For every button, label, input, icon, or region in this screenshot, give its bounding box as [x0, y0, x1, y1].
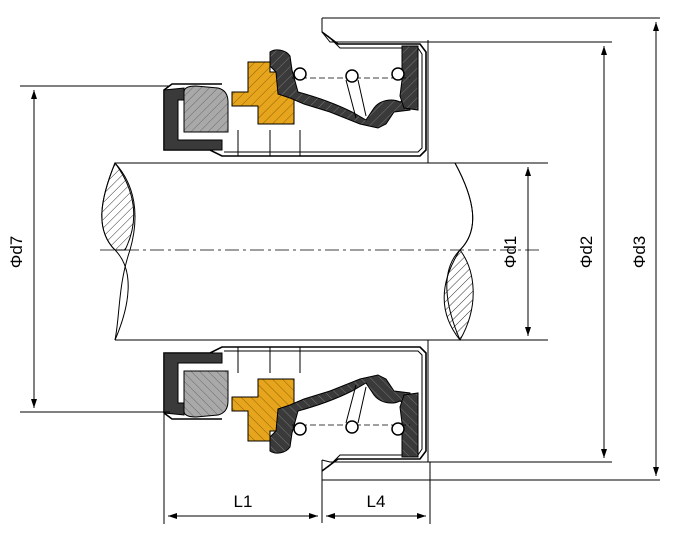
- dimension-lengths: [163, 414, 431, 524]
- label-L4: L4: [367, 492, 386, 511]
- dimension-d7: [20, 85, 170, 413]
- dimension-d1: [430, 162, 548, 341]
- dimension-d2: [600, 41, 612, 463]
- label-L1: L1: [234, 492, 253, 511]
- gland-housing: [321, 17, 660, 523]
- label-d7: Φd7: [7, 236, 26, 268]
- shaft: [100, 161, 545, 341]
- label-d3: Φd3: [630, 236, 649, 268]
- seal-bottom-half: [163, 346, 427, 472]
- seal-top-half: [163, 31, 427, 157]
- label-d1: Φd1: [501, 236, 520, 268]
- label-d2: Φd2: [577, 236, 596, 268]
